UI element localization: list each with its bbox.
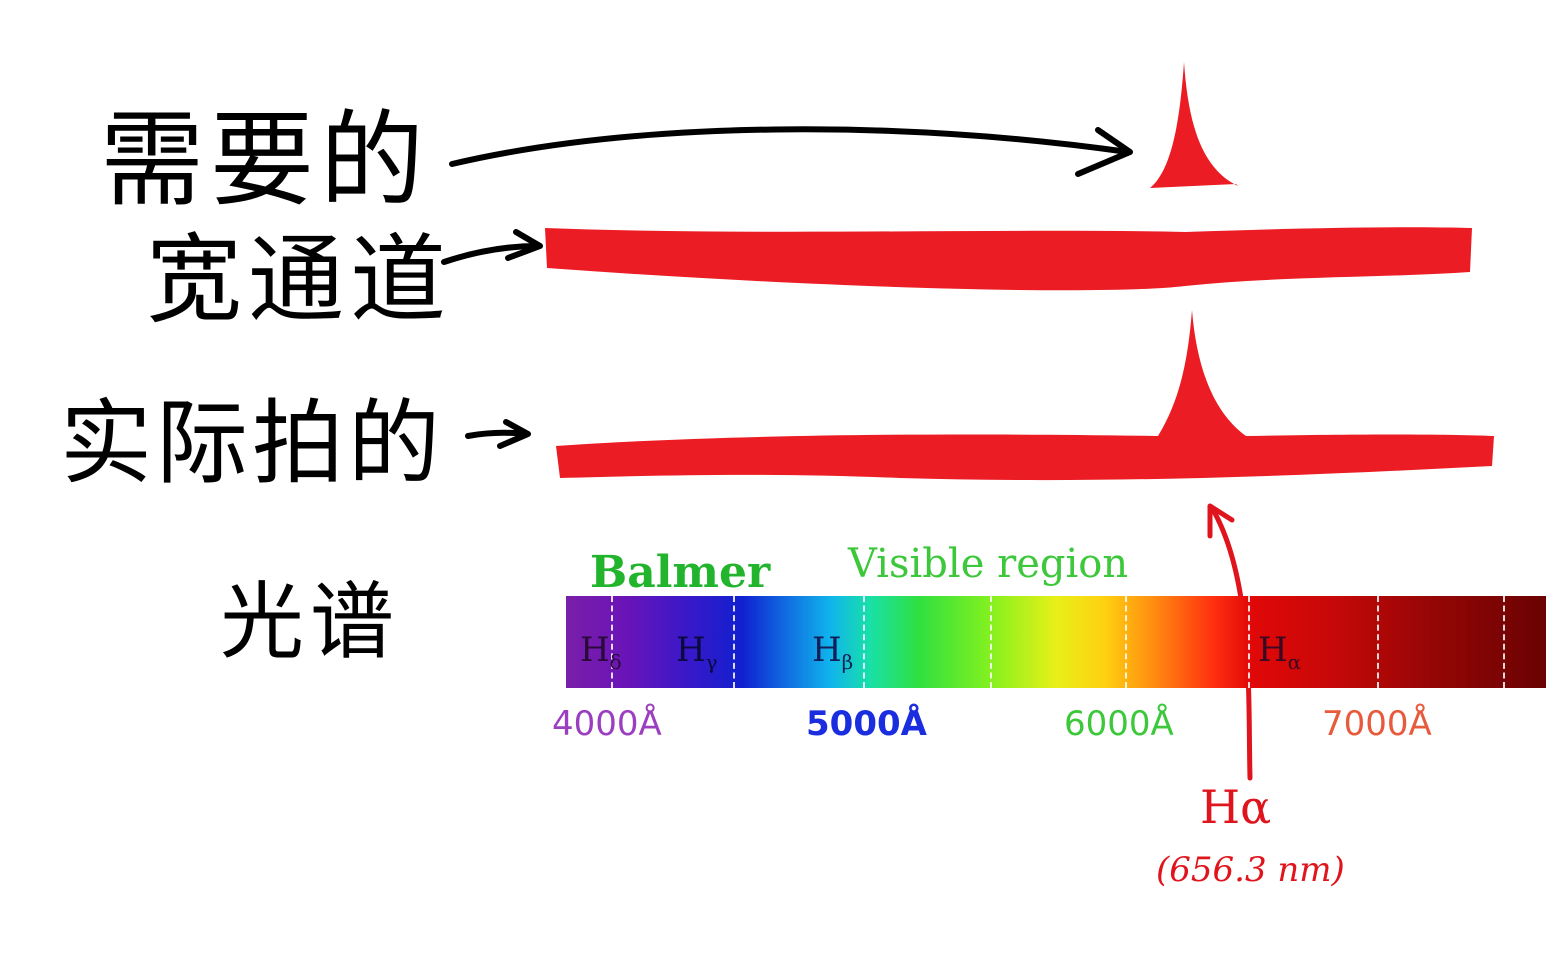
arrow-broadband-line [441,243,541,265]
tick-7000: 7000Å [1322,704,1432,744]
balmer-title: Balmer [590,547,771,598]
arrow-needed-line [449,126,1131,167]
line-h-gamma: Hγ [676,630,718,674]
arrow-needed-head [1075,127,1133,177]
label-broadband: 宽通道 [146,224,452,336]
spectrum-divider [1377,596,1379,688]
label-spectrum: 光谱 [220,573,401,671]
line-h-delta: Hδ [580,630,622,674]
spectrum-divider [1248,596,1250,688]
line-h-alpha: Hα [1258,630,1302,674]
halpha-wavelength: (656.3 nm) [1156,850,1345,890]
label-needed: 需要的 [100,99,431,221]
spectrum-divider [733,596,735,688]
arrow-actual-head [497,419,531,449]
narrowband-peak [1150,62,1238,188]
broadband-band [545,227,1472,291]
halpha-symbol: Hα [1200,780,1272,834]
spectrum-divider [1125,596,1127,688]
line-h-beta: Hβ [812,630,854,674]
tick-6000: 6000Å [1064,704,1174,744]
visible-region-title: Visible region [848,541,1129,587]
spectrum-divider [1503,596,1505,688]
spectrum-divider [863,596,865,688]
tick-5000: 5000Å [806,704,927,744]
tick-4000: 4000Å [552,704,662,744]
halpha-pointer-head [1207,503,1235,539]
actual-spectrum-band [556,310,1494,481]
label-actual: 实际拍的 [60,390,445,497]
arrow-broadband-head [505,229,543,261]
spectrum-divider [611,596,613,688]
spectrum-divider [990,596,992,688]
spectrum-bar: Hδ Hγ Hβ Hα [566,596,1546,688]
